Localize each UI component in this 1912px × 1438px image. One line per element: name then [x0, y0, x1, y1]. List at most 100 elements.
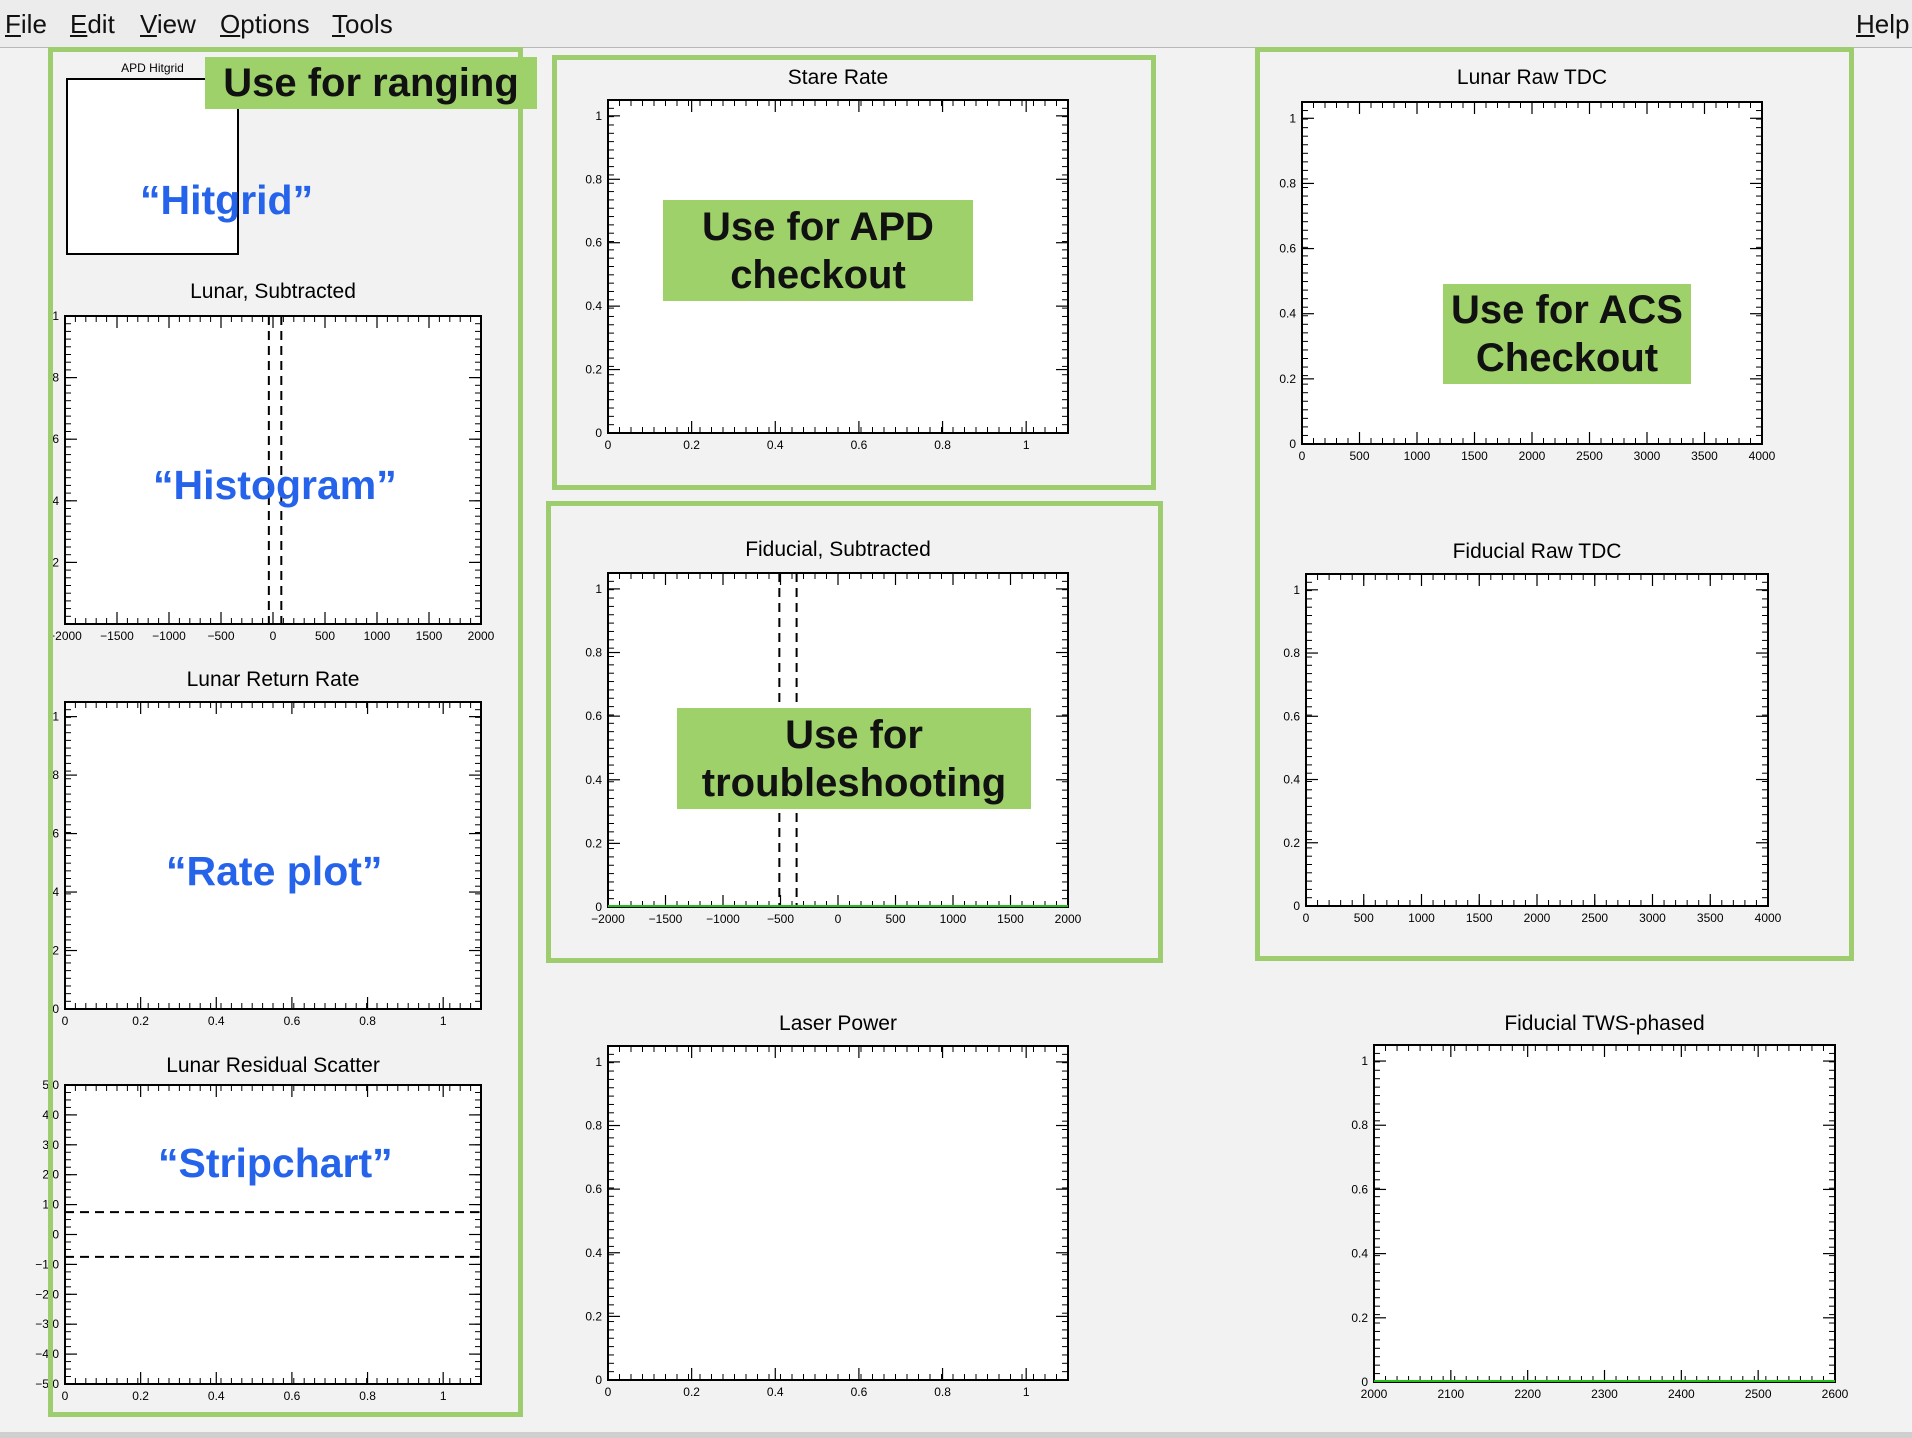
lunar-raw-tdc-xtick-label: 1500 — [1461, 449, 1488, 463]
lunar-subtracted-ytick-label: .8 — [49, 371, 59, 385]
fiducial-subtracted-xtick-label: −500 — [767, 912, 794, 926]
lunar-raw-tdc-xtick-label: 500 — [1349, 449, 1369, 463]
fiducial-raw-tdc-plot-frame — [1305, 573, 1769, 907]
laser-power-xtick-label: 0.8 — [934, 1385, 951, 1399]
stare-rate-title: Stare Rate — [788, 66, 888, 89]
fiducial-raw-tdc-xtick-label: 1000 — [1408, 911, 1435, 925]
lunar-return-rate-plot-frame — [64, 701, 482, 1010]
fiducial-raw-tdc-ytick-label: 0.4 — [1283, 773, 1300, 787]
fiducial-raw-tdc-ytick-label: 0.6 — [1283, 709, 1300, 723]
lunar-raw-tdc-xtick-label: 2000 — [1519, 449, 1546, 463]
lunar-raw-tdc-xtick-label: 3500 — [1691, 449, 1718, 463]
lunar-raw-tdc-xtick-label: 0 — [1299, 449, 1306, 463]
lunar-raw-tdc-ytick-label: 0.6 — [1279, 242, 1296, 256]
lunar-subtracted-xtick-label: −500 — [207, 629, 234, 643]
lunar-return-rate-xtick-label: 1 — [440, 1014, 447, 1028]
lunar-raw-tdc-ytick-label: 0 — [1289, 437, 1296, 451]
menu-view[interactable]: View — [140, 9, 196, 39]
laser-power-xtick-label: 1 — [1023, 1385, 1030, 1399]
fiducial-tws-phased-xtick-label: 2100 — [1437, 1387, 1464, 1401]
laser-power-title: Laser Power — [779, 1012, 897, 1035]
lunar-residual-scatter-ytick-label: −5 0 — [35, 1377, 59, 1391]
lunar-return-rate-xtick-label: 0 — [62, 1014, 69, 1028]
lunar-residual-scatter-xtick-label: 0.4 — [208, 1389, 225, 1403]
fiducial-tws-phased-plot-frame — [1373, 1044, 1836, 1383]
lunar-residual-scatter-xtick-label: 0 — [62, 1389, 69, 1403]
lunar-return-rate-ytick-label: .2 — [49, 944, 59, 958]
stare-rate-ytick-label: 1 — [595, 109, 602, 123]
lunar-return-rate-xtick-label: 0.2 — [132, 1014, 149, 1028]
lunar-subtracted-xtick-label: −2000 — [48, 629, 82, 643]
lunar-subtracted-xtick-label: −1000 — [152, 629, 186, 643]
stare-rate-ytick-label: 0.8 — [585, 172, 602, 186]
lunar-raw-tdc-ytick-label: 0.8 — [1279, 176, 1296, 190]
fiducial-subtracted-title: Fiducial, Subtracted — [745, 538, 931, 561]
lunar-raw-tdc-ytick-label: 0.4 — [1279, 307, 1296, 321]
lunar-raw-tdc-xtick-label: 2500 — [1576, 449, 1603, 463]
lunar-return-rate-xtick-label: 0.4 — [208, 1014, 225, 1028]
fiducial-subtracted-ytick-label: 0.6 — [585, 709, 602, 723]
fiducial-subtracted-ytick-label: 0 — [595, 900, 602, 914]
menu-edit[interactable]: Edit — [70, 9, 115, 39]
stare-rate-ytick-label: 0.2 — [585, 363, 602, 377]
rate-plot-note: “Rate plot” — [166, 848, 383, 894]
laser-power-plot-frame — [607, 1045, 1069, 1381]
lunar-subtracted-xtick-label: 1500 — [416, 629, 443, 643]
fiducial-tws-phased-ytick-label: 0 — [1361, 1375, 1368, 1389]
fiducial-tws-phased-xtick-label: 2200 — [1514, 1387, 1541, 1401]
window-bottom-edge — [0, 1432, 1912, 1438]
menu-file[interactable]: File — [5, 9, 47, 39]
lunar-residual-scatter-xtick-label: 0.2 — [132, 1389, 149, 1403]
lunar-residual-scatter-ytick-label: −3 0 — [35, 1317, 59, 1331]
laser-power-ytick-label: 1 — [595, 1055, 602, 1069]
fiducial-raw-tdc-ytick-label: 0 — [1293, 899, 1300, 913]
fiducial-subtracted-xtick-label: −2000 — [591, 912, 625, 926]
fiducial-subtracted-xtick-label: 0 — [835, 912, 842, 926]
fiducial-subtracted-xtick-label: −1500 — [649, 912, 683, 926]
apd-hitgrid-title: APD Hitgrid — [121, 61, 184, 75]
lunar-return-rate-ytick-label: .6 — [49, 827, 59, 841]
lunar-subtracted-xtick-label: 1000 — [364, 629, 391, 643]
stripchart-note: “Stripchart” — [158, 1140, 393, 1186]
lunar-subtracted-xtick-label: 2000 — [468, 629, 495, 643]
fiducial-tws-phased-xtick-label: 2600 — [1822, 1387, 1849, 1401]
apd-checkout-note: Use for APD checkout — [663, 200, 973, 301]
stare-rate-xtick-label: 0.8 — [934, 438, 951, 452]
lunar-return-rate-ytick-label: 1 — [52, 710, 59, 724]
fiducial-raw-tdc-xtick-label: 4000 — [1755, 911, 1782, 925]
menu-bar: File Edit View Options Tools Help — [0, 0, 1912, 48]
lunar-residual-scatter-xtick-label: 0.8 — [359, 1389, 376, 1403]
menu-tools[interactable]: Tools — [332, 9, 393, 39]
stare-rate-ytick-label: 0.4 — [585, 299, 602, 313]
lunar-raw-tdc-xtick-label: 3000 — [1634, 449, 1661, 463]
stare-rate-xtick-label: 0 — [605, 438, 612, 452]
stare-rate-xtick-label: 0.2 — [683, 438, 700, 452]
stare-rate-xtick-label: 0.6 — [851, 438, 868, 452]
lunar-return-rate-xtick-label: 0.6 — [284, 1014, 301, 1028]
stare-rate-ytick-label: 0 — [595, 426, 602, 440]
laser-power-ytick-label: 0.8 — [585, 1119, 602, 1133]
fiducial-raw-tdc-title: Fiducial Raw TDC — [1453, 540, 1622, 563]
lunar-residual-scatter-title: Lunar Residual Scatter — [166, 1054, 380, 1077]
laser-power-xtick-label: 0.4 — [767, 1385, 784, 1399]
fiducial-subtracted-ytick-label: 0.2 — [585, 836, 602, 850]
stare-rate-ytick-label: 0.6 — [585, 236, 602, 250]
laser-power-ytick-label: 0.6 — [585, 1182, 602, 1196]
laser-power-ytick-label: 0 — [595, 1373, 602, 1387]
fiducial-tws-phased-xtick-label: 2400 — [1668, 1387, 1695, 1401]
menu-options[interactable]: Options — [220, 9, 310, 39]
lunar-raw-tdc-title: Lunar Raw TDC — [1457, 66, 1607, 89]
fiducial-tws-phased-ytick-label: 0.8 — [1351, 1118, 1368, 1132]
lunar-return-rate-xtick-label: 0.8 — [359, 1014, 376, 1028]
troubleshooting-note: Use for troubleshooting — [677, 708, 1031, 809]
lunar-residual-scatter-xtick-label: 0.6 — [284, 1389, 301, 1403]
lunar-subtracted-ytick-label: 1 — [52, 309, 59, 323]
lunar-raw-tdc-ytick-label: 1 — [1289, 111, 1296, 125]
stare-rate-xtick-label: 1 — [1023, 438, 1030, 452]
menu-help[interactable]: Help — [1856, 9, 1910, 39]
lunar-subtracted-plot-frame — [64, 315, 482, 625]
acs-checkout-frame — [1255, 47, 1854, 961]
apd-checkout-frame — [552, 55, 1156, 490]
lunar-subtracted-xtick-label: 0 — [270, 629, 277, 643]
fiducial-raw-tdc-xtick-label: 0 — [1303, 911, 1310, 925]
